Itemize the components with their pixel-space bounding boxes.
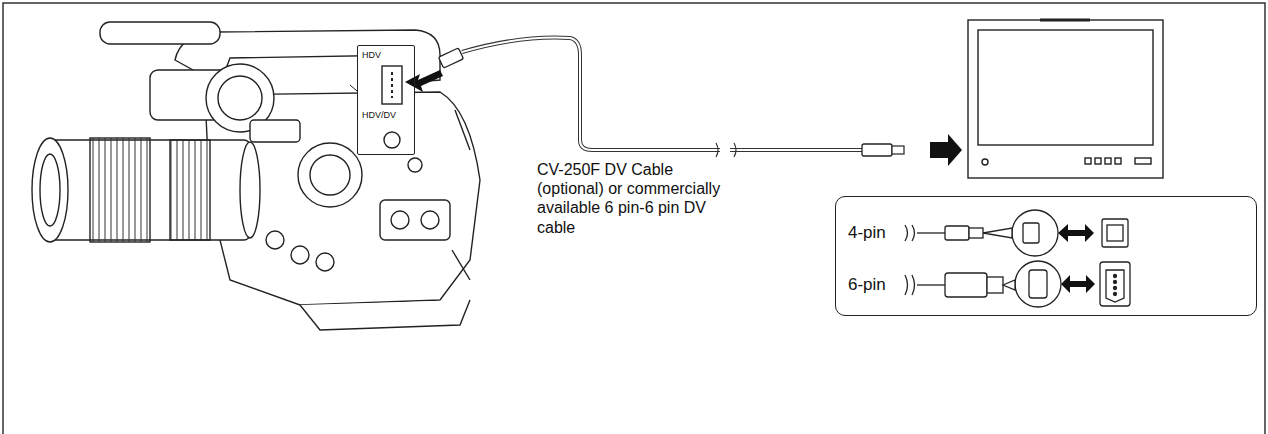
connector-label: 6-pin: [848, 275, 886, 295]
inset-ground: [357, 45, 415, 155]
cable: [730, 148, 862, 152]
port-inset: HDV HDV/DV: [357, 45, 415, 155]
dv-port-pins: [391, 72, 393, 98]
dv-port: [382, 66, 402, 104]
connector-label: 4-pin: [848, 223, 886, 243]
port-label: HDV: [362, 50, 381, 60]
cable: [730, 149, 862, 151]
port-label: HDV/DV: [362, 110, 396, 120]
cable-plug: [438, 48, 463, 68]
cable-plug: [862, 144, 892, 156]
jack: [384, 132, 400, 148]
break-mark: [716, 143, 736, 157]
four-pin-connector: [905, 210, 1128, 256]
camcorder: [32, 22, 480, 330]
direction-arrow: [930, 134, 962, 166]
insert-arrow: [405, 70, 443, 92]
frame: [3, 3, 1265, 434]
cable-plug: [892, 146, 904, 154]
six-pin-connector: [905, 261, 1130, 307]
monitor: [968, 20, 1163, 178]
cable: [462, 38, 720, 150]
connector-types-box: 4-pin 6-pin: [835, 196, 1257, 316]
cable-caption: CV-250F DV Cable (optional) or commercia…: [537, 160, 737, 237]
cable: [462, 38, 720, 150]
